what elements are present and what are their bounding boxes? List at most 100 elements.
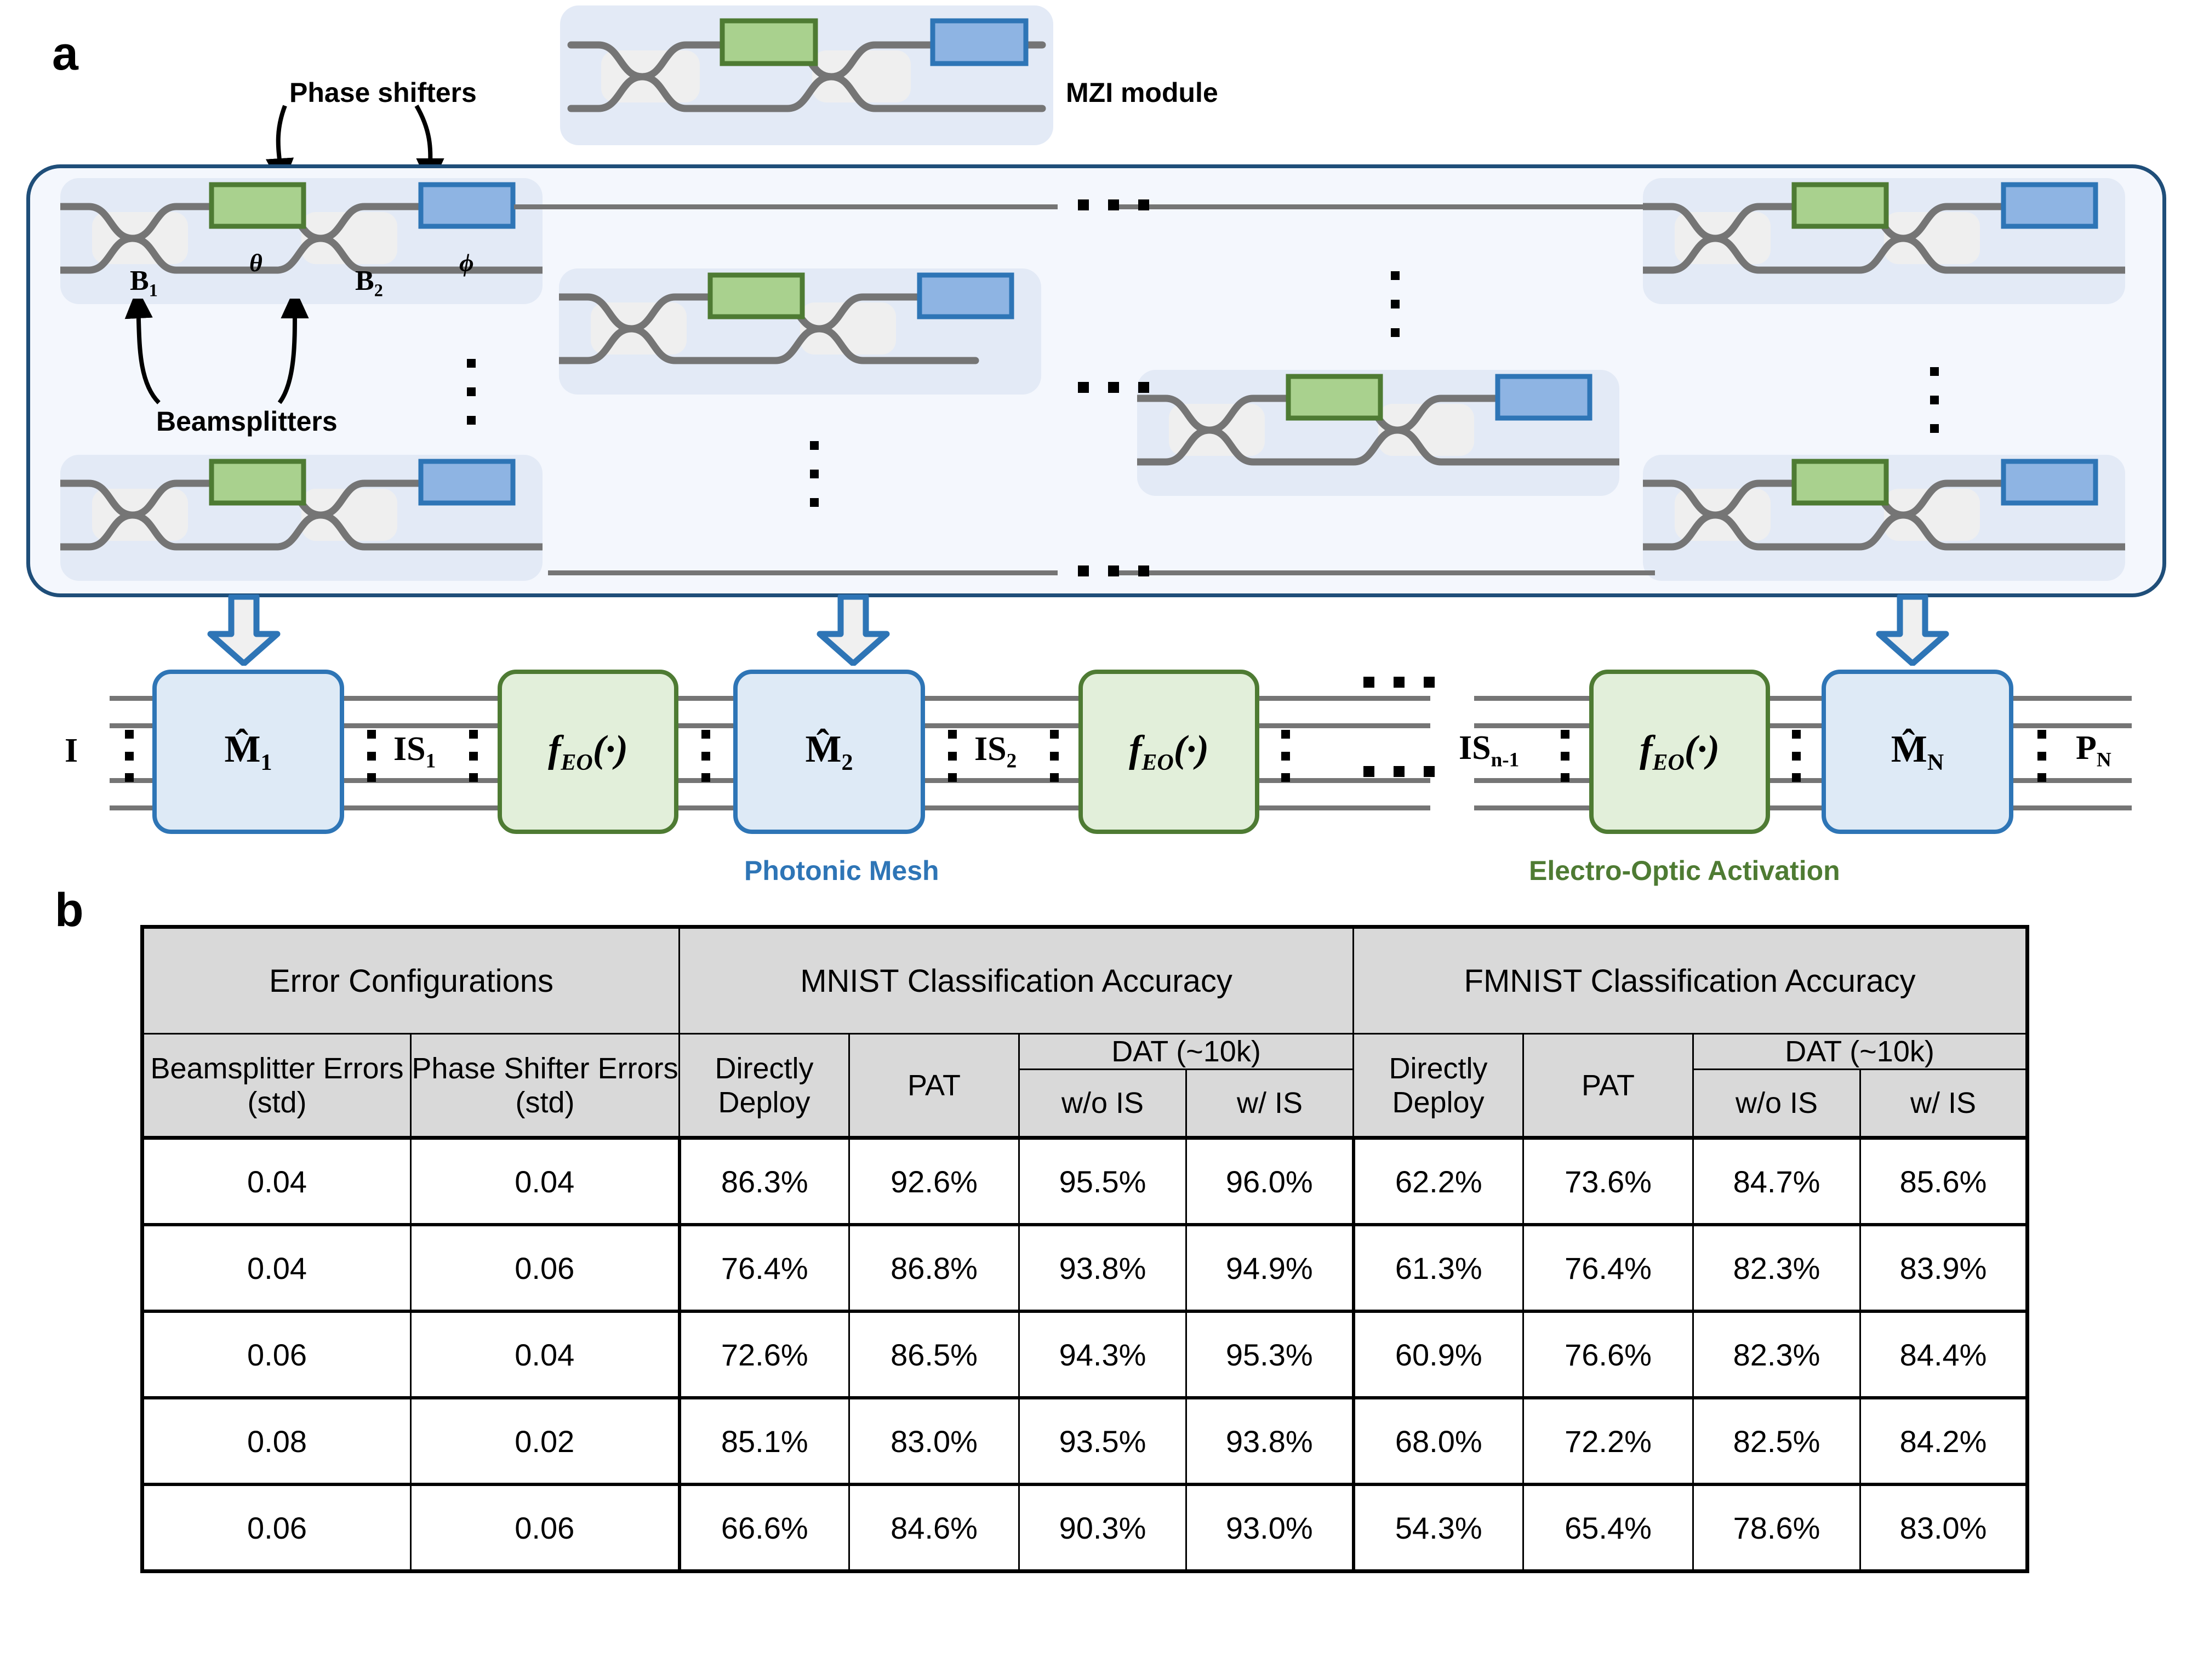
group-header-fmnist: FMNIST Classification Accuracy <box>1352 925 2030 1035</box>
ellipsis-mesh-vertical-left2 <box>810 441 819 507</box>
output-label: PN <box>2076 729 2111 772</box>
wire-top-right-segment <box>1118 204 1655 209</box>
cell-fmnist-dat-wo-is: 82.5% <box>1692 1397 1862 1486</box>
activation-block-1[interactable]: fEO(·) <box>498 670 678 834</box>
network-wire-8 <box>1474 805 2132 810</box>
mesh-block-N-label: M̂N <box>1891 728 1944 775</box>
cell-fmnist-dat-w-is: 85.6% <box>1859 1136 2030 1226</box>
col-header-mnist-pat: PAT <box>848 1033 1020 1139</box>
ellipsis-after-f1 <box>701 730 710 782</box>
cell-mnist-directly-deploy: 76.4% <box>678 1224 850 1313</box>
cell-mnist-pat: 83.0% <box>848 1397 1020 1486</box>
mzi-row3-colN <box>1643 455 2125 581</box>
col-header-fmnist-directly-deploy: Directly Deploy <box>1352 1033 1525 1139</box>
cell-fmnist-dat-w-is: 83.0% <box>1859 1483 2030 1573</box>
mzi-module-standalone <box>560 5 1053 145</box>
mzi-row1-colN <box>1643 178 2125 304</box>
legend-eo-activation: Electro-Optic Activation <box>1529 855 1840 886</box>
cell-beamsplitter-error: 0.04 <box>140 1224 412 1313</box>
cell-mnist-pat: 84.6% <box>848 1483 1020 1573</box>
cell-beamsplitter-error: 0.06 <box>140 1483 412 1573</box>
activation-block-n-label: fEO(·) <box>1640 728 1720 775</box>
table-head: Error Configurations MNIST Classificatio… <box>140 925 2030 1139</box>
ellipsis-before-f1 <box>469 730 478 782</box>
activation-block-2[interactable]: fEO(·) <box>1078 670 1259 834</box>
ellipsis-after-m2 <box>948 730 957 782</box>
wire-row3-bottom <box>548 570 1058 575</box>
group-header-error-configurations: Error Configurations <box>140 925 680 1035</box>
cell-fmnist-pat: 65.4% <box>1522 1483 1694 1573</box>
cell-mnist-directly-deploy: 85.1% <box>678 1397 850 1486</box>
down-arrow-2 <box>817 595 890 666</box>
cell-mnist-dat-wo-is: 94.3% <box>1018 1310 1187 1399</box>
cell-phase-shifter-error: 0.04 <box>410 1136 681 1226</box>
mesh-block-2[interactable]: M̂2 <box>733 670 925 834</box>
mzi-module-waveguides <box>567 18 1046 112</box>
cell-mnist-directly-deploy: 86.3% <box>678 1136 850 1226</box>
col-header-fmnist-dat-wo-is: w/o IS <box>1692 1068 1862 1139</box>
is-label-1: IS1 <box>393 730 436 773</box>
down-arrow-1 <box>207 595 281 666</box>
mzi-row2-col1 <box>559 268 1041 395</box>
cell-fmnist-directly-deploy: 62.2% <box>1352 1136 1525 1226</box>
cell-fmnist-dat-w-is: 84.4% <box>1859 1310 2030 1399</box>
panel-b-letter: b <box>55 884 84 936</box>
cell-mnist-dat-w-is: 96.0% <box>1185 1136 1355 1226</box>
col-header-mnist-dat: DAT (~10k) <box>1018 1033 1355 1070</box>
ellipsis-before-f2 <box>1050 730 1059 782</box>
cell-fmnist-dat-wo-is: 82.3% <box>1692 1224 1862 1313</box>
results-table: Error Configurations MNIST Classificatio… <box>140 925 2030 1573</box>
network-wire-5 <box>1474 696 2132 701</box>
cell-fmnist-dat-w-is: 83.9% <box>1859 1224 2030 1313</box>
wire-row1-top <box>514 204 1058 209</box>
mzi-row1-col1 <box>60 178 543 304</box>
ellipsis-after-f2 <box>1281 730 1290 782</box>
phase-shifters-label: Phase shifters <box>289 77 477 108</box>
cell-fmnist-pat: 72.2% <box>1522 1397 1694 1486</box>
cell-fmnist-directly-deploy: 54.3% <box>1352 1483 1525 1573</box>
col-header-beamsplitter-errors: Beamsplitter Errors (std) <box>140 1033 412 1139</box>
cell-mnist-dat-wo-is: 90.3% <box>1018 1483 1187 1573</box>
cell-fmnist-dat-wo-is: 82.3% <box>1692 1310 1862 1399</box>
ellipsis-mesh-vertical-right <box>1930 367 1939 433</box>
ellipsis-mesh-bottom <box>1078 565 1149 576</box>
activation-block-n[interactable]: fEO(·) <box>1589 670 1770 834</box>
table-sub-header-row-2: w/o IS w/ IS w/o IS w/ IS <box>142 1068 2030 1139</box>
group-header-mnist: MNIST Classification Accuracy <box>678 925 1355 1035</box>
cell-fmnist-directly-deploy: 60.9% <box>1352 1310 1525 1399</box>
ellipsis-input <box>125 730 134 782</box>
col-header-mnist-directly-deploy: Directly Deploy <box>678 1033 850 1139</box>
down-arrow-3 <box>1876 595 1949 666</box>
cell-mnist-dat-wo-is: 93.8% <box>1018 1224 1187 1313</box>
beamsplitters-label: Beamsplitters <box>156 406 338 437</box>
cell-fmnist-directly-deploy: 61.3% <box>1352 1224 1525 1313</box>
cell-beamsplitter-error: 0.04 <box>140 1136 412 1226</box>
col-header-phase-shifter-errors: Phase Shifter Errors (std) <box>410 1033 680 1139</box>
mesh-block-N[interactable]: M̂N <box>1822 670 2013 834</box>
wire-bottom-right-segment <box>1118 570 1655 575</box>
col-header-fmnist-dat-w-is: w/ IS <box>1859 1068 2030 1139</box>
ellipsis-mesh-vertical-left <box>467 359 476 425</box>
ellipsis-network-lower <box>1363 766 1435 777</box>
network-wire-7 <box>1474 778 2132 783</box>
ellipsis-network-upper <box>1363 677 1435 688</box>
cell-fmnist-pat: 73.6% <box>1522 1136 1694 1226</box>
cell-phase-shifter-error: 0.06 <box>410 1483 681 1573</box>
cell-fmnist-pat: 76.4% <box>1522 1224 1694 1313</box>
mesh-block-1[interactable]: M̂1 <box>152 670 344 834</box>
mzi-module-label: MZI module <box>1066 77 1218 108</box>
mesh-block-2-label: M̂2 <box>805 728 853 775</box>
beamsplitters-arrows <box>124 299 309 404</box>
cell-mnist-pat: 86.5% <box>848 1310 1020 1399</box>
cell-mnist-dat-wo-is: 95.5% <box>1018 1136 1187 1226</box>
table-sub-header-row-1: Beamsplitter Errors (std) Phase Shifter … <box>140 1033 2030 1139</box>
activation-block-2-label: fEO(·) <box>1129 728 1209 775</box>
ellipsis-output <box>2037 730 2046 782</box>
mzi-row2-colmid <box>1137 370 1619 496</box>
is-label-n-1: ISn-1 <box>1459 729 1520 772</box>
input-label: I <box>65 732 78 769</box>
